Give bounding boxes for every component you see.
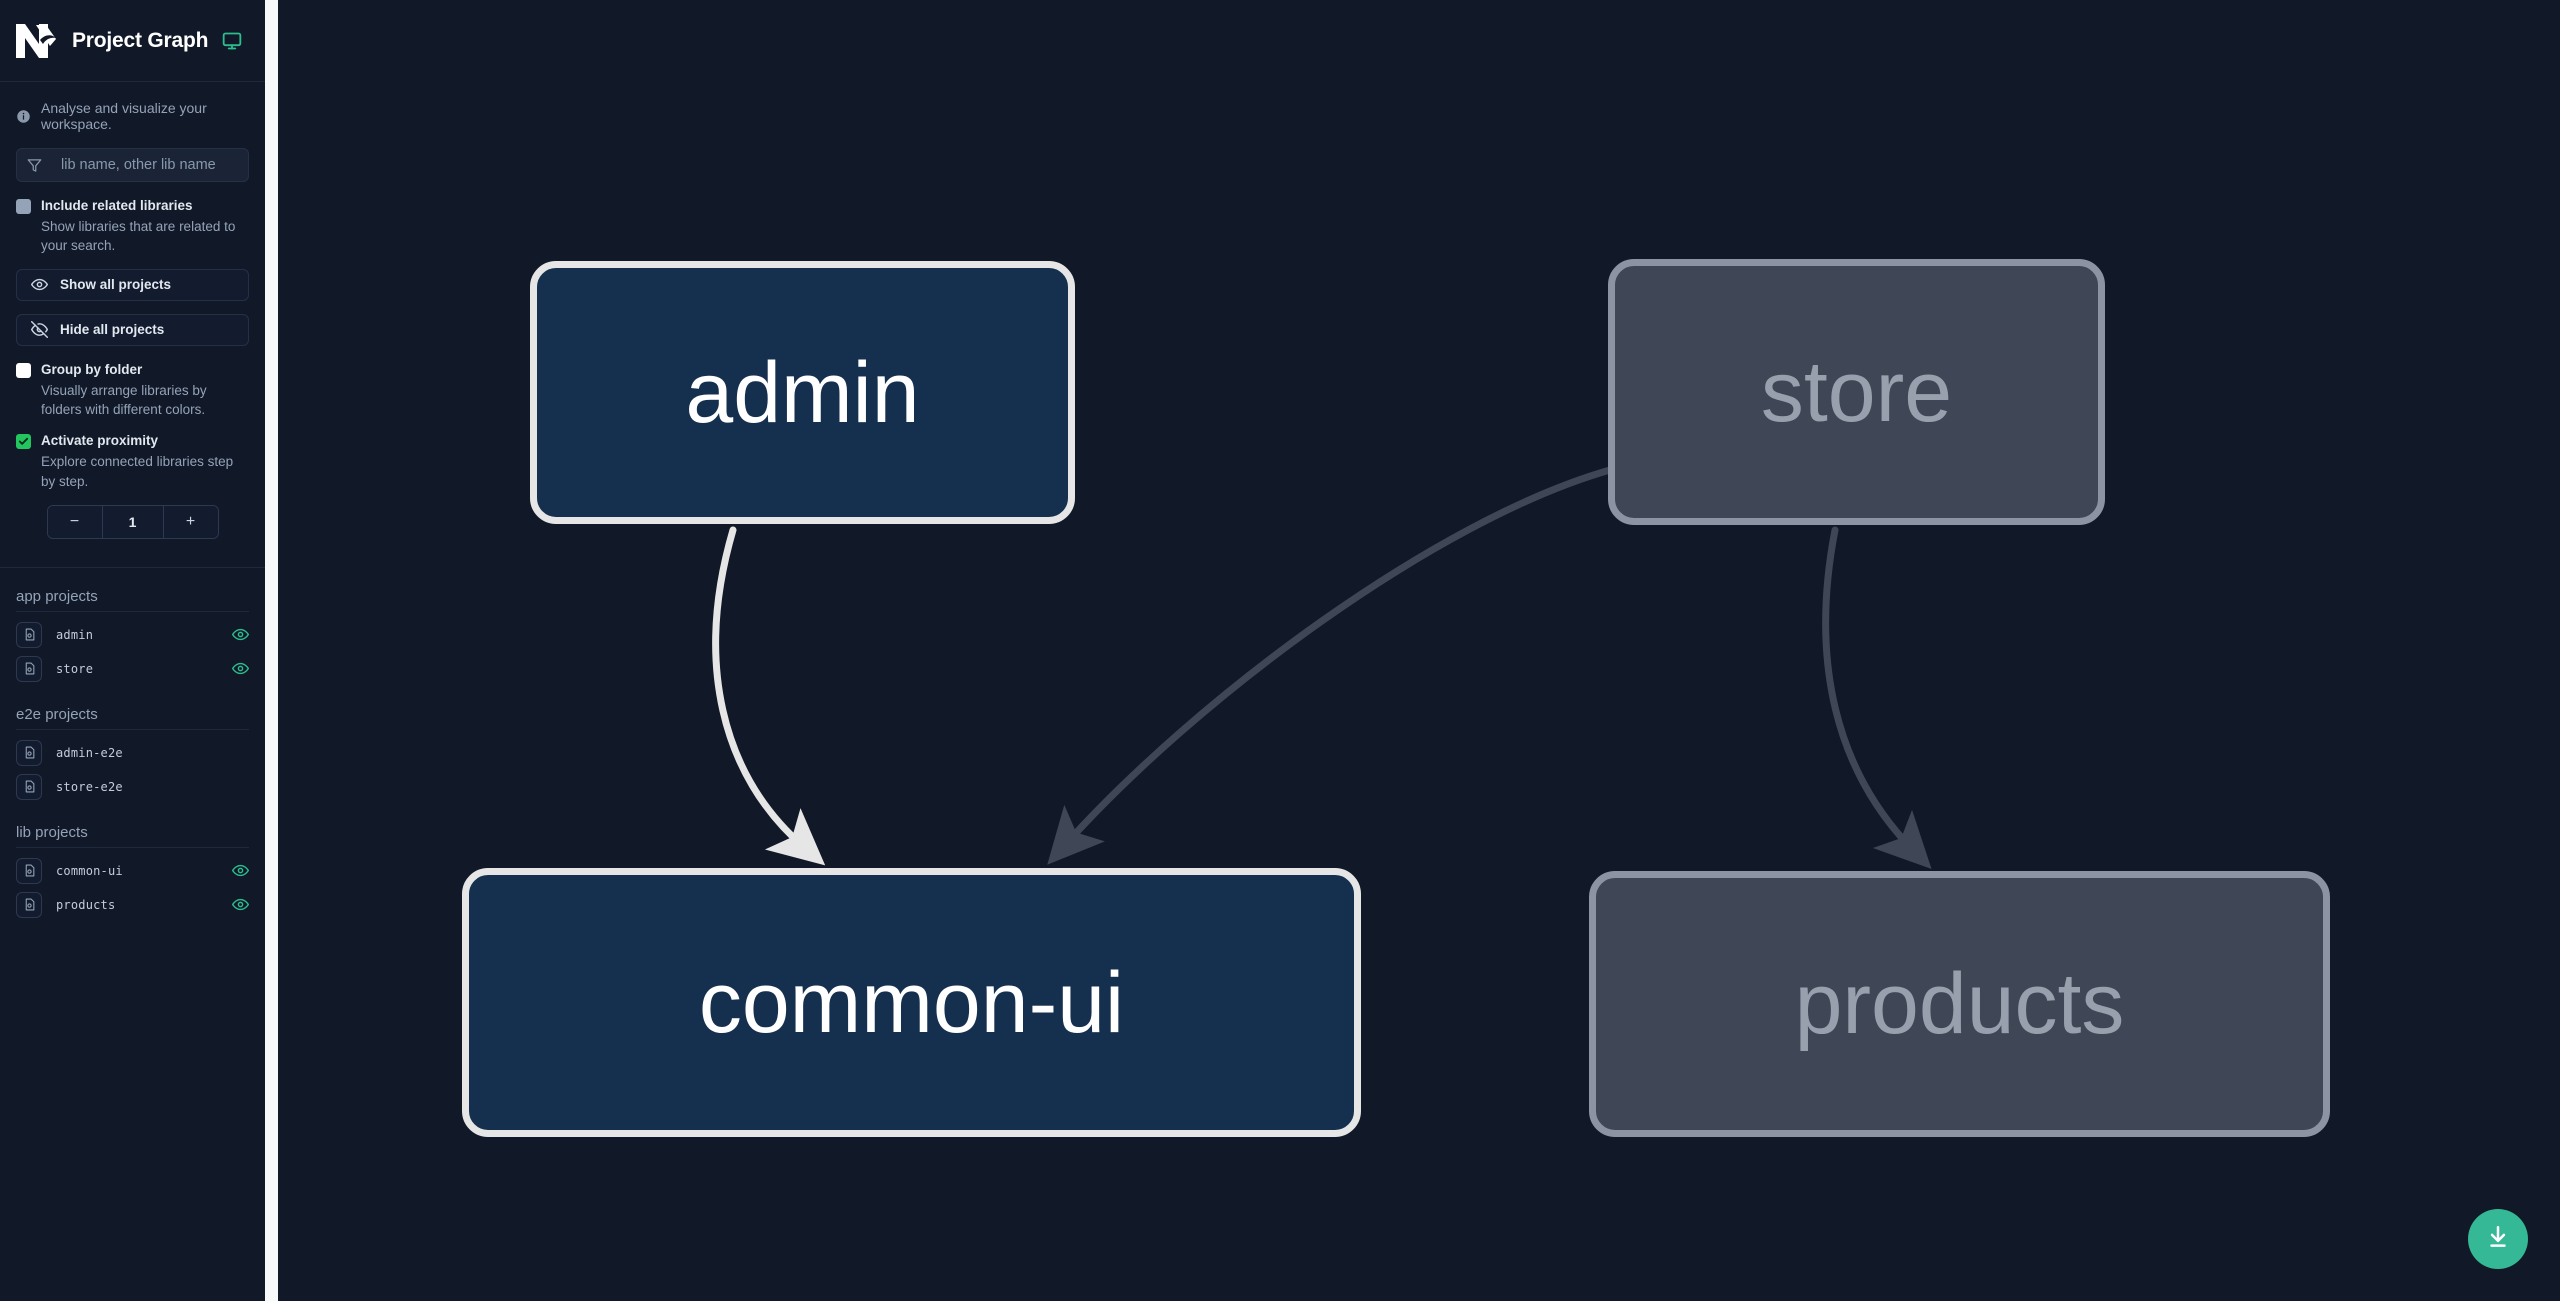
project-row-admin-e2e[interactable]: admin-e2e <box>16 736 249 770</box>
sidebar-header: Project Graph <box>0 0 265 82</box>
option-activate-proximity[interactable]: Activate proximity Explore connected lib… <box>0 419 265 491</box>
eye-icon <box>31 276 48 293</box>
hide-all-projects-label: Hide all projects <box>60 322 165 338</box>
activate-proximity-checkbox[interactable] <box>16 434 31 450</box>
option-text: Group by folder Visually arrange librari… <box>41 360 249 420</box>
download-graph-button[interactable] <box>2468 1209 2528 1269</box>
graph-node-store[interactable]: store <box>1608 259 2105 525</box>
eye-off-icon <box>31 321 48 339</box>
project-name: store <box>56 661 94 676</box>
option-include-related-libraries[interactable]: Include related libraries Show libraries… <box>0 182 265 256</box>
proximity-increment-button[interactable]: + <box>163 505 218 538</box>
tagline-text: Analyse and visualize your workspace. <box>41 100 207 132</box>
option-description: Visually arrange libraries by folders wi… <box>41 382 207 417</box>
project-name: admin <box>56 627 94 642</box>
sidebar: Project Graph Analy <box>0 0 265 1301</box>
project-row-store-e2e[interactable]: store-e2e <box>16 770 249 804</box>
stepper-group: − 1 + <box>46 504 219 539</box>
project-visibility-toggle-store[interactable] <box>232 660 249 677</box>
project-group-lib: lib projects common-ui <box>0 804 265 922</box>
graph-node-label: common-ui <box>698 954 1125 1051</box>
project-name: admin-e2e <box>56 745 123 760</box>
page-title: Project Graph <box>72 28 209 52</box>
group-title: lib projects <box>16 804 249 848</box>
project-row-admin[interactable]: admin <box>16 618 249 652</box>
show-all-projects-button[interactable]: Show all projects <box>16 268 249 301</box>
funnel-icon <box>17 158 51 173</box>
search-input[interactable] <box>51 149 248 181</box>
project-group-e2e: e2e projects admin-e2e <box>0 686 265 804</box>
project-row-store[interactable]: store <box>16 652 249 686</box>
include-related-libraries-checkbox[interactable] <box>16 199 31 214</box>
nx-logo-icon <box>14 19 58 62</box>
project-name: common-ui <box>56 863 123 878</box>
project-icon <box>16 621 42 648</box>
project-icon <box>16 739 42 766</box>
option-description: Show libraries that are related to your … <box>41 219 236 254</box>
project-icon <box>16 655 42 682</box>
project-visibility-toggle-admin[interactable] <box>232 626 249 643</box>
graph-node-label: store <box>1760 344 1953 440</box>
graph-node-products[interactable]: products <box>1589 871 2330 1137</box>
download-icon <box>2485 1224 2511 1255</box>
graph-node-label: products <box>1794 956 2125 1052</box>
project-icon <box>16 891 42 918</box>
project-name: store-e2e <box>56 779 123 794</box>
project-row-common-ui[interactable]: common-ui <box>16 854 249 888</box>
option-label: Include related libraries <box>41 198 193 213</box>
edge-store-to-products <box>1822 526 1932 870</box>
sidebar-divider <box>0 566 265 568</box>
monitor-icon[interactable] <box>222 31 242 51</box>
edge-admin-to-common-ui <box>712 526 826 866</box>
edge-store-to-common-ui <box>1047 466 1614 865</box>
search-box[interactable] <box>16 148 249 182</box>
option-description: Explore connected libraries step by step… <box>41 454 234 489</box>
project-group-app: app projects admin <box>0 568 265 686</box>
project-icon <box>16 773 42 800</box>
option-group-by-folder[interactable]: Group by folder Visually arrange librari… <box>0 346 265 420</box>
graph-node-admin[interactable]: admin <box>530 261 1075 524</box>
tagline: Analyse and visualize your workspace. <box>0 82 265 142</box>
proximity-decrement-button[interactable]: − <box>47 505 102 538</box>
graph-canvas[interactable]: admin store common-ui products <box>265 0 2560 1301</box>
proximity-stepper: − 1 + <box>16 504 249 539</box>
option-text: Include related libraries Show libraries… <box>41 196 249 256</box>
option-text: Activate proximity Explore connected lib… <box>41 431 249 491</box>
proximity-value: 1 <box>101 505 164 538</box>
group-by-folder-checkbox[interactable] <box>16 362 31 378</box>
group-title: app projects <box>16 568 249 612</box>
project-visibility-toggle-common-ui[interactable] <box>232 862 249 879</box>
show-all-projects-label: Show all projects <box>60 277 172 293</box>
hide-all-projects-button[interactable]: Hide all projects <box>16 313 249 346</box>
option-label: Activate proximity <box>41 433 159 449</box>
project-icon <box>16 857 42 884</box>
option-label: Group by folder <box>41 361 143 377</box>
project-row-products[interactable]: products <box>16 888 249 922</box>
search-wrap <box>0 142 265 182</box>
project-visibility-toggle-products[interactable] <box>232 896 249 913</box>
sidebar-scroll-region[interactable]: Project Graph Analy <box>0 0 265 1301</box>
graph-edges <box>712 466 1932 870</box>
graph-node-label: admin <box>685 344 920 441</box>
group-title: e2e projects <box>16 686 249 730</box>
sidebar-scrollbar[interactable] <box>265 0 278 1301</box>
info-icon <box>16 109 31 124</box>
project-name: products <box>56 897 116 912</box>
graph-node-common-ui[interactable]: common-ui <box>462 868 1361 1137</box>
